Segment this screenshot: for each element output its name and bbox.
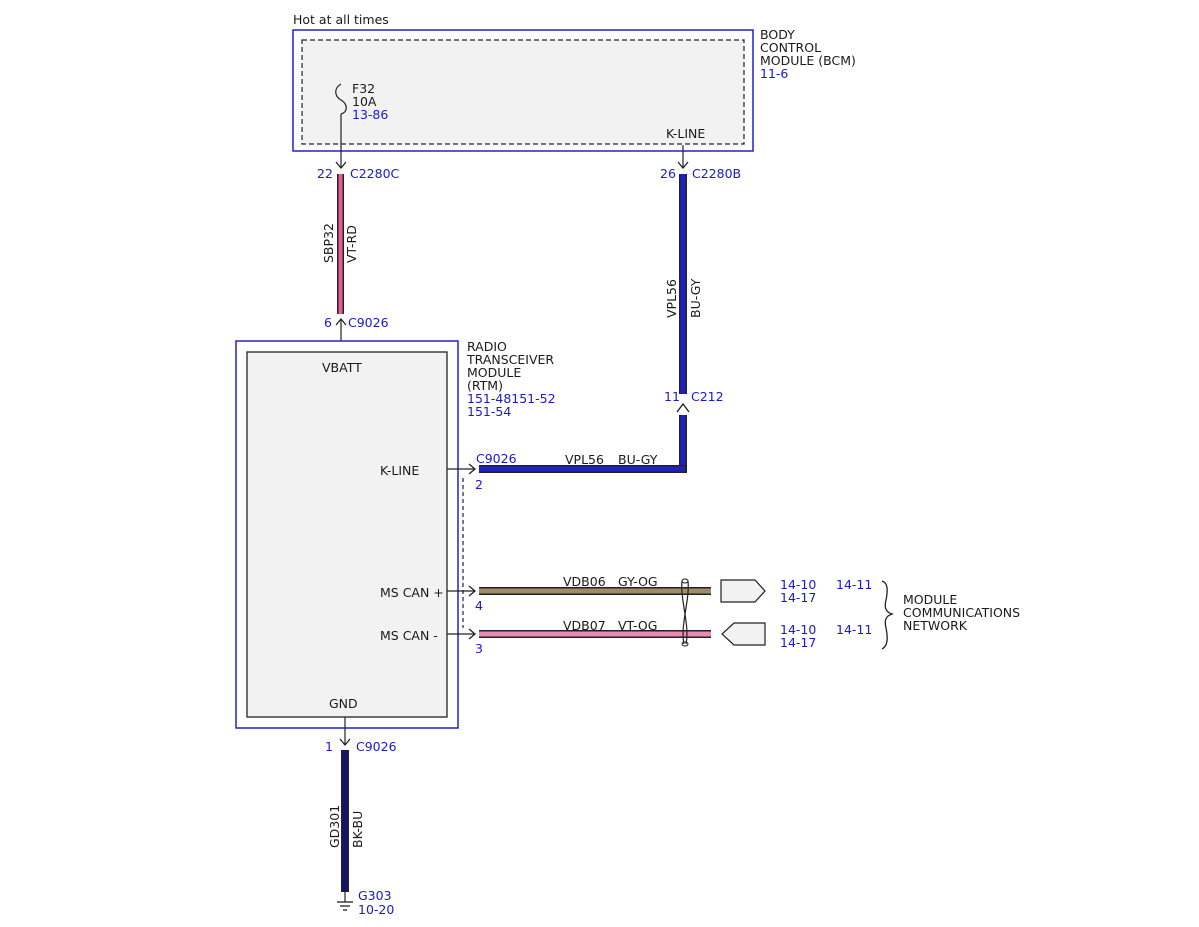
sbp32-color-label: VT-RD (344, 225, 359, 263)
rtm-body (246, 351, 448, 718)
wire-vdb06-fill (479, 588, 711, 594)
c2280b-pin-arrow (677, 161, 689, 170)
fuse-ref-link[interactable]: 13-86 (352, 107, 388, 122)
c212-pin: 11 (664, 389, 680, 404)
wire-vdb07-fill (479, 631, 711, 637)
fuse-symbol (335, 83, 347, 115)
c9026-pin1-arrow (339, 738, 351, 747)
bcm-ref-link[interactable]: 11-6 (760, 66, 788, 81)
rtm-name-line-1: RADIO (467, 339, 507, 354)
wire-vpl56-vertical-fill (680, 174, 686, 394)
power-source-label: Hot at all times (293, 12, 389, 27)
gd301-circuit-label: GD301 (327, 805, 342, 848)
rtm-pin-gnd: GND (329, 696, 358, 711)
vdb07-color-label: VT-OG (618, 618, 657, 633)
mscan-plus-ref-3[interactable]: 14-17 (780, 590, 816, 605)
vpl56-vertical-circuit-label: VPL56 (664, 279, 679, 318)
wire-vdb07[interactable] (479, 630, 711, 638)
fuse-rating: 10A (352, 94, 377, 109)
bcm-kline-label: K-LINE (666, 126, 705, 141)
c2280b-pin: 26 (660, 166, 676, 181)
mscan-plus-ref-1[interactable]: 14-10 (780, 577, 816, 592)
network-brace (881, 580, 895, 650)
c2280c-name[interactable]: C2280C (350, 166, 400, 181)
bcm-name-line-3: MODULE (BCM) (760, 53, 856, 68)
bcm-name-line-2: CONTROL (760, 40, 821, 55)
vdb06-circuit-label: VDB06 (563, 574, 606, 589)
mscan-minus-ref-2[interactable]: 14-11 (836, 622, 872, 637)
fuse-id: F32 (352, 81, 375, 96)
c2280c-pin-arrow (335, 161, 347, 170)
wire-vpl56-horizontal[interactable] (479, 415, 687, 473)
mscan-minus-continuation-arrow[interactable] (721, 622, 766, 646)
c9026-pin4: 4 (475, 598, 483, 613)
network-label-line-2: COMMUNICATIONS (903, 605, 1020, 620)
vpl56-horizontal-circuit-label: VPL56 (565, 452, 604, 467)
network-label-line-3: NETWORK (903, 618, 968, 633)
ground-ref-link[interactable]: 10-20 (358, 902, 394, 917)
c9026-pin2-arrow (468, 463, 477, 475)
rtm-pin-vbatt: VBATT (322, 360, 362, 375)
rtm-pin-mscan-plus: MS CAN + (380, 585, 444, 600)
bcm-name-line-1: BODY (760, 27, 795, 42)
wire-sbp32[interactable] (337, 174, 344, 314)
c9026-pin2: 2 (475, 477, 483, 492)
c9026-vbatt-name[interactable]: C9026 (348, 315, 389, 330)
network-label-line-1: MODULE (903, 592, 957, 607)
mscan-plus-ref-2[interactable]: 14-11 (836, 577, 872, 592)
c2280b-name[interactable]: C2280B (692, 166, 741, 181)
c9026-pin3: 3 (475, 641, 483, 656)
rtm-pin-kline: K-LINE (380, 463, 419, 478)
c212-name[interactable]: C212 (691, 389, 724, 404)
c9026-pin4-arrow (468, 585, 477, 597)
wire-sbp32-fill (338, 174, 343, 314)
mscan-minus-ref-3[interactable]: 14-17 (780, 635, 816, 650)
c2280c-pin: 22 (317, 166, 333, 181)
wire-vdb06[interactable] (479, 587, 711, 595)
mscan-plus-continuation-arrow[interactable] (720, 579, 766, 603)
bcm-inner-boundary (301, 39, 745, 145)
rtm-name-line-2: TRANSCEIVER (466, 352, 554, 367)
c9026-kline-name[interactable]: C9026 (476, 451, 517, 466)
rtm-module[interactable] (235, 340, 459, 729)
bcm-module[interactable] (292, 29, 754, 152)
rtm-pin-mscan-minus: MS CAN - (380, 628, 438, 643)
vpl56-vertical-color-label: BU-GY (688, 278, 703, 318)
wire-gd301[interactable] (341, 750, 349, 892)
rtm-ref-link-2[interactable]: 151-54 (467, 404, 511, 419)
wire-vpl56-horizontal-fill (479, 466, 685, 472)
sbp32-circuit-label: SBP32 (321, 223, 336, 263)
vpl56-horizontal-color-label: BU-GY (618, 452, 658, 467)
vdb07-circuit-label: VDB07 (563, 618, 606, 633)
c9026-pin3-arrow (468, 628, 477, 640)
c212-pin-arrow (676, 402, 690, 413)
rtm-name-line-4: (RTM) (467, 378, 503, 393)
c9026-gnd-name[interactable]: C9026 (356, 739, 397, 754)
ground-symbol (337, 892, 353, 911)
vdb06-color-label: GY-OG (618, 574, 658, 589)
c9026-pin6: 6 (324, 315, 332, 330)
rtm-ref-link-1[interactable]: 151-48151-52 (467, 391, 556, 406)
c9026-pin1: 1 (325, 739, 333, 754)
ground-name[interactable]: G303 (358, 888, 392, 903)
wire-vpl56-vertical[interactable] (679, 174, 687, 394)
mscan-minus-ref-1[interactable]: 14-10 (780, 622, 816, 637)
wire-gd301-fill (342, 750, 348, 892)
gd301-color-label: BK-BU (350, 811, 365, 848)
rtm-name-line-3: MODULE (467, 365, 521, 380)
